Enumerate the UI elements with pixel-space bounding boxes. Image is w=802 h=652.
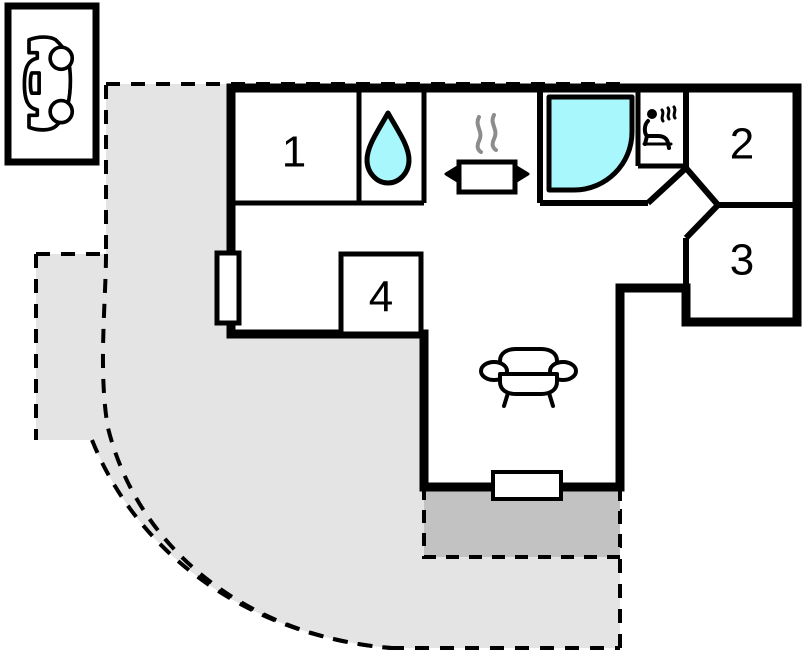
terrace-dashed-outline [422,487,622,559]
pot-body [456,159,518,195]
pot-steam-right [490,113,498,152]
sofa-leg-right [547,391,555,408]
water-drop-icon [364,110,412,186]
openings [214,250,563,501]
sauna-heat-wave-2 [666,106,671,121]
car-icon [22,35,75,132]
sofa-icon [479,347,578,408]
room-label-2: 2 [730,120,754,169]
plot-dashed-arc [100,253,393,650]
shower-icon [546,94,635,193]
sauna-heat-wave-3 [672,105,677,120]
water-drop-shape [364,110,412,186]
house-body [231,88,797,487]
sauna-person-head [647,109,657,119]
wall-diagonal-lower-right [683,202,721,241]
sofa-leg-left [502,391,510,408]
left-door[interactable] [214,250,242,326]
pot-steam-left [475,115,483,154]
wall-diagonal-upper-left [645,165,689,206]
shower-basin [546,94,635,193]
sauna-icon [642,105,677,150]
room-label-1: 1 [282,128,306,177]
cooking-pot-icon [444,113,530,195]
sauna-heat-wave-1 [660,108,665,123]
room-labels: 1 2 3 4 [282,120,754,322]
wall-diagonal-upper-right [683,166,721,207]
room-label-3: 3 [730,236,754,285]
entrance-door[interactable] [491,470,563,501]
room-label-4: 4 [369,273,393,322]
sauna-person-body [642,119,671,150]
room-4-box [338,251,424,337]
parking-box [4,2,100,166]
interior-walls [231,88,797,337]
sofa-seat [498,372,559,396]
house-interior-fill [231,88,797,487]
